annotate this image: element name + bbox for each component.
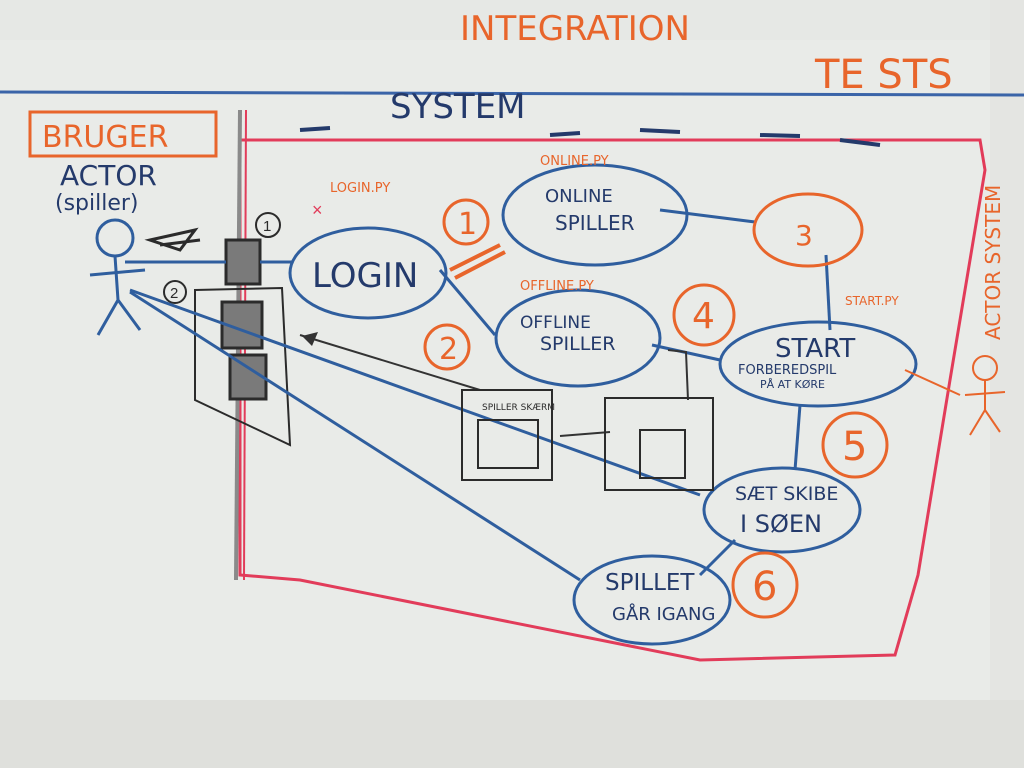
node-3-circle bbox=[752, 192, 864, 268]
integration-title: INTEGRATION bbox=[460, 9, 690, 49]
offline-py-note: OFFLINE.PY bbox=[520, 279, 594, 294]
skibe-label-2: I SØEN bbox=[740, 510, 822, 538]
bruger-box bbox=[28, 110, 218, 158]
spillet-node bbox=[572, 554, 732, 646]
screen-sketch bbox=[461, 389, 714, 491]
start-sub-2: PÅ AT KØRE bbox=[760, 378, 825, 391]
system-boundary bbox=[238, 138, 987, 662]
testes-title: TE STS bbox=[814, 52, 953, 98]
bruger-label: BRUGER bbox=[42, 120, 168, 155]
online-py-note: ONLINE.PY bbox=[540, 154, 609, 169]
spillet-label-2: GÅR IGANG bbox=[612, 603, 715, 625]
step-4: 4 bbox=[692, 296, 715, 337]
interface-widgets bbox=[194, 238, 292, 447]
cross-mark: × bbox=[312, 200, 323, 220]
external-actor-figure bbox=[904, 355, 1006, 436]
start-sub-1: FORBEREDSPIL bbox=[738, 363, 837, 378]
step-1: 1 bbox=[458, 207, 477, 242]
login-node bbox=[288, 226, 448, 320]
step-number-circles bbox=[423, 198, 889, 619]
eye-icon bbox=[144, 227, 201, 252]
system-dash bbox=[299, 126, 881, 147]
offline-label-2: SPILLER bbox=[540, 333, 616, 355]
start-label: START bbox=[775, 334, 855, 364]
start-py-note: START.PY bbox=[845, 294, 899, 308]
top-blue-line bbox=[0, 90, 1024, 97]
screen-label: SPILLER SKÆRM bbox=[482, 403, 555, 413]
actor-label: ACTOR bbox=[60, 159, 157, 192]
start-node bbox=[718, 320, 918, 408]
process-nodes bbox=[288, 163, 918, 646]
login-py-note: LOGIN.PY bbox=[330, 181, 390, 196]
small-number-2: 2 bbox=[170, 285, 178, 302]
offline-label-1: OFFLINE bbox=[520, 313, 591, 333]
actor-spiller-label: (spiller) bbox=[55, 191, 139, 216]
spillet-label-1: SPILLET bbox=[605, 570, 695, 596]
skibe-node bbox=[702, 466, 862, 554]
right-actor-label: ACTOR SYSTEM bbox=[981, 185, 1005, 340]
online-node bbox=[501, 163, 689, 267]
skibe-label-1: SÆT SKIBE bbox=[735, 483, 838, 505]
online-label-2: SPILLER bbox=[555, 211, 635, 235]
step-2: 2 bbox=[439, 332, 458, 367]
step-3: 3 bbox=[795, 219, 813, 252]
step-6: 6 bbox=[752, 564, 777, 610]
login-label: LOGIN bbox=[312, 256, 418, 296]
offline-node bbox=[494, 288, 662, 388]
small-number-1: 1 bbox=[263, 218, 271, 235]
actor-stick-figure bbox=[89, 218, 146, 336]
online-label-1: ONLINE bbox=[545, 186, 613, 207]
system-label: SYSTEM bbox=[390, 87, 526, 127]
step-5: 5 bbox=[842, 424, 867, 470]
